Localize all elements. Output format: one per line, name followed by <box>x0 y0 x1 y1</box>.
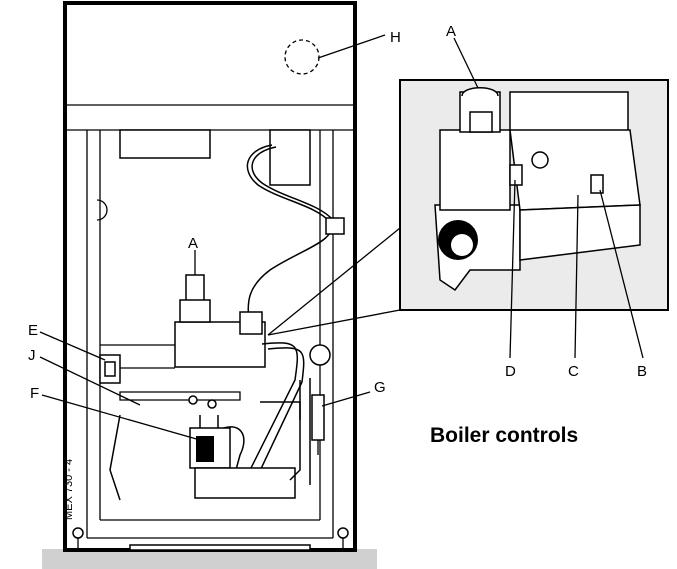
drawing-code: MEX 730 - 4 <box>63 459 75 520</box>
boiler-casing <box>63 1 357 552</box>
inset-leader-lines <box>453 37 644 359</box>
label-b: B <box>637 363 647 380</box>
label-e: E <box>28 322 38 339</box>
caption-boiler-controls: Boiler controls <box>430 424 578 447</box>
label-a-inset: A <box>446 23 456 40</box>
leader-lines <box>39 34 401 441</box>
label-f: F <box>30 385 39 402</box>
label-h: H <box>390 29 401 46</box>
label-d: D <box>505 363 516 380</box>
label-a-main: A <box>188 235 198 252</box>
label-j: J <box>28 347 36 364</box>
floor-shadow <box>42 549 377 569</box>
label-g: G <box>374 379 386 396</box>
pipework <box>109 342 325 501</box>
label-c: C <box>568 363 579 380</box>
gas-valve-in-boiler <box>99 274 266 409</box>
inset-panel <box>399 79 669 311</box>
